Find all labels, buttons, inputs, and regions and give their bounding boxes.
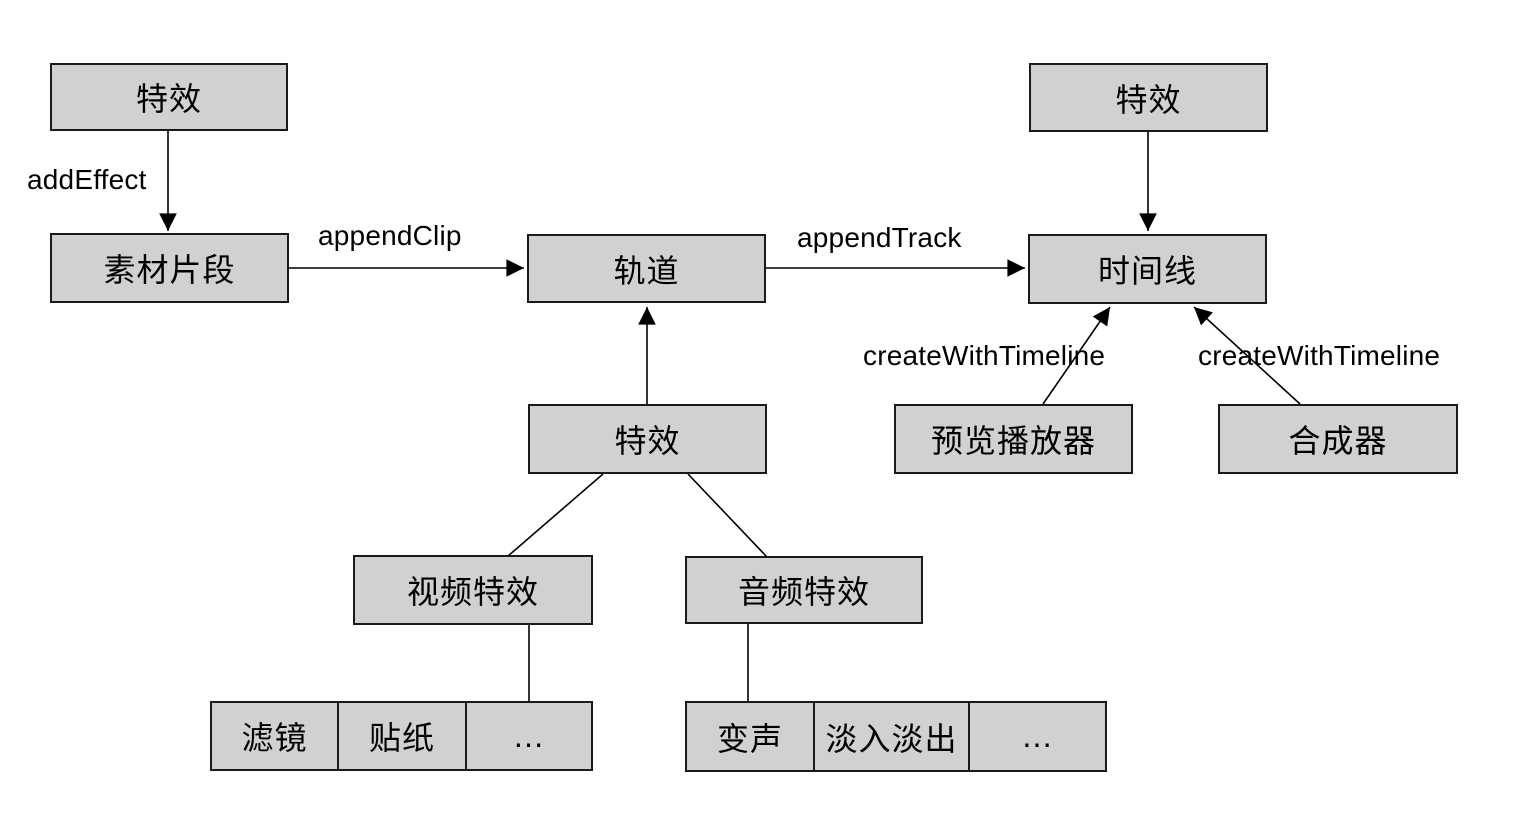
video-effect-item-sticker: 贴纸 <box>337 703 465 769</box>
video-effect-item-ellipsis: … <box>465 703 591 769</box>
node-compositor: 合成器 <box>1218 404 1458 474</box>
edge-label-createwithtimeline-right: createWithTimeline <box>1198 340 1441 371</box>
node-effect-top-right: 特效 <box>1029 63 1268 132</box>
node-track: 轨道 <box>527 234 766 303</box>
node-video-effect: 视频特效 <box>353 555 593 625</box>
edge-label-appendclip: appendClip <box>318 220 462 251</box>
edge-label-appendtrack: appendTrack <box>797 222 962 253</box>
audio-effect-item-ellipsis: … <box>968 703 1105 770</box>
edge-compositor-timeline-arrow <box>1193 306 1301 405</box>
video-effect-items-row: 滤镜 贴纸 … <box>210 701 593 771</box>
node-audio-effect: 音频特效 <box>685 556 923 624</box>
audio-effect-item-fade: 淡入淡出 <box>813 703 968 770</box>
node-timeline: 时间线 <box>1028 234 1267 304</box>
node-material-clip: 素材片段 <box>50 233 289 303</box>
edge-effect-audioeffect-line <box>687 473 768 558</box>
edge-label-createwithtimeline-left: createWithTimeline <box>863 340 1106 371</box>
audio-effect-items-row: 变声 淡入淡出 … <box>685 701 1107 772</box>
node-effect-mid: 特效 <box>528 404 767 474</box>
node-preview-player: 预览播放器 <box>894 404 1133 474</box>
edge-label-addeffect: addEffect <box>27 164 147 195</box>
video-effect-item-filter: 滤镜 <box>241 720 308 756</box>
edge-effect-videoeffect-line <box>507 473 604 557</box>
edge-preview-timeline-arrow <box>1042 306 1111 405</box>
node-effect-top-left: 特效 <box>50 63 288 131</box>
audio-effect-item-voice-change: 变声 <box>716 720 783 757</box>
